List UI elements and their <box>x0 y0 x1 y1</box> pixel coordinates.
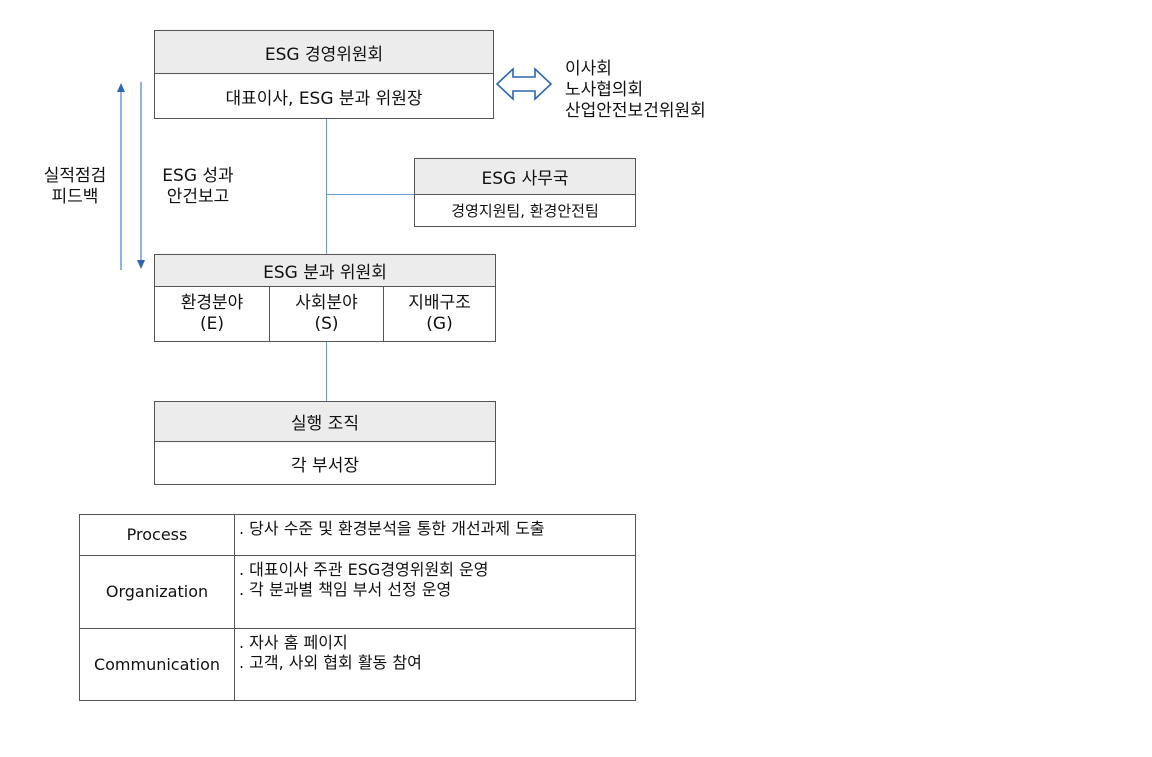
division-environment: 환경분야 (E) <box>155 287 269 341</box>
description-line: . 당사 수준 및 환경분석을 통한 개선과제 도출 <box>239 519 545 538</box>
description-line: . 대표이사 주관 ESG경영위원회 운영 <box>239 560 489 579</box>
row-label: Organization <box>79 555 235 629</box>
description-line: . 각 분과별 책임 부서 선정 운영 <box>239 580 452 599</box>
row-description: . 당사 수준 및 환경분석을 통한 개선과제 도출 <box>234 514 636 556</box>
partner-item: 산업안전보건위원회 <box>565 101 706 121</box>
division-code: (S) <box>314 314 339 334</box>
division-name: 환경분야 <box>180 293 244 313</box>
partner-item: 이사회 <box>565 59 612 79</box>
connector-secretariat <box>326 194 415 195</box>
arrow-up-icon <box>117 83 125 270</box>
division-code: (G) <box>426 314 453 334</box>
esg-secretariat-title: ESG 사무국 <box>415 159 635 195</box>
arrow-down-icon <box>137 82 145 269</box>
row-description: . 자사 홈 페이지 . 고객, 사외 협회 활동 참여 <box>234 628 636 701</box>
connector-subcommittee-execution <box>326 341 327 402</box>
feedback-label-line: 피드백 <box>51 187 99 207</box>
subcommittee-divisions: 환경분야 (E) 사회분야 (S) 지배구조 (G) <box>155 287 495 341</box>
description-line: . 고객, 사외 협회 활동 참여 <box>239 653 422 672</box>
esg-committee-title: ESG 경영위원회 <box>155 31 493 74</box>
esg-subcommittee-box: ESG 분과 위원회 환경분야 (E) 사회분야 (S) 지배구조 (G) <box>154 254 496 342</box>
execution-org-members: 각 부서장 <box>291 455 359 476</box>
row-label: Communication <box>79 628 235 701</box>
division-governance: 지배구조 (G) <box>383 287 495 341</box>
execution-org-box: 실행 조직 각 부서장 <box>154 401 496 485</box>
esg-committee-members: 대표이사, ESG 분과 위원장 <box>225 88 423 109</box>
table-row: Organization . 대표이사 주관 ESG경영위원회 운영 . 각 분… <box>79 555 636 629</box>
feedback-label: 실적점검 피드백 <box>30 166 120 208</box>
division-social: 사회분야 (S) <box>269 287 383 341</box>
esg-subcommittee-title: ESG 분과 위원회 <box>155 255 495 287</box>
esg-info-table: Process . 당사 수준 및 환경분석을 통한 개선과제 도출 Organ… <box>79 514 636 701</box>
partner-item: 노사협의회 <box>565 80 644 100</box>
table-row: Communication . 자사 홈 페이지 . 고객, 사외 협회 활동 … <box>79 628 636 701</box>
row-label: Process <box>79 514 235 556</box>
division-name: 지배구조 <box>408 293 471 313</box>
execution-org-title: 실행 조직 <box>155 402 495 442</box>
esg-secretariat-box: ESG 사무국 경영지원팀, 환경안전팀 <box>414 158 636 227</box>
division-code: (E) <box>199 314 224 334</box>
report-label-line: 안건보고 <box>166 187 230 207</box>
esg-committee-box: ESG 경영위원회 대표이사, ESG 분과 위원장 <box>154 30 494 119</box>
feedback-label-line: 실적점검 <box>43 166 107 186</box>
double-headed-arrow-icon <box>496 67 552 101</box>
esg-secretariat-members: 경영지원팀, 환경안전팀 <box>451 202 599 220</box>
report-label: ESG 성과 안건보고 <box>150 166 246 208</box>
report-label-line: ESG 성과 <box>162 166 234 186</box>
row-description: . 대표이사 주관 ESG경영위원회 운영 . 각 분과별 책임 부서 선정 운… <box>234 555 636 629</box>
connector-committee-subcommittee <box>326 118 327 255</box>
partner-list: 이사회 노사협의회 산업안전보건위원회 <box>565 59 706 122</box>
division-name: 사회분야 <box>295 293 358 313</box>
table-row: Process . 당사 수준 및 환경분석을 통한 개선과제 도출 <box>79 514 636 556</box>
description-line: . 자사 홈 페이지 <box>239 633 348 652</box>
